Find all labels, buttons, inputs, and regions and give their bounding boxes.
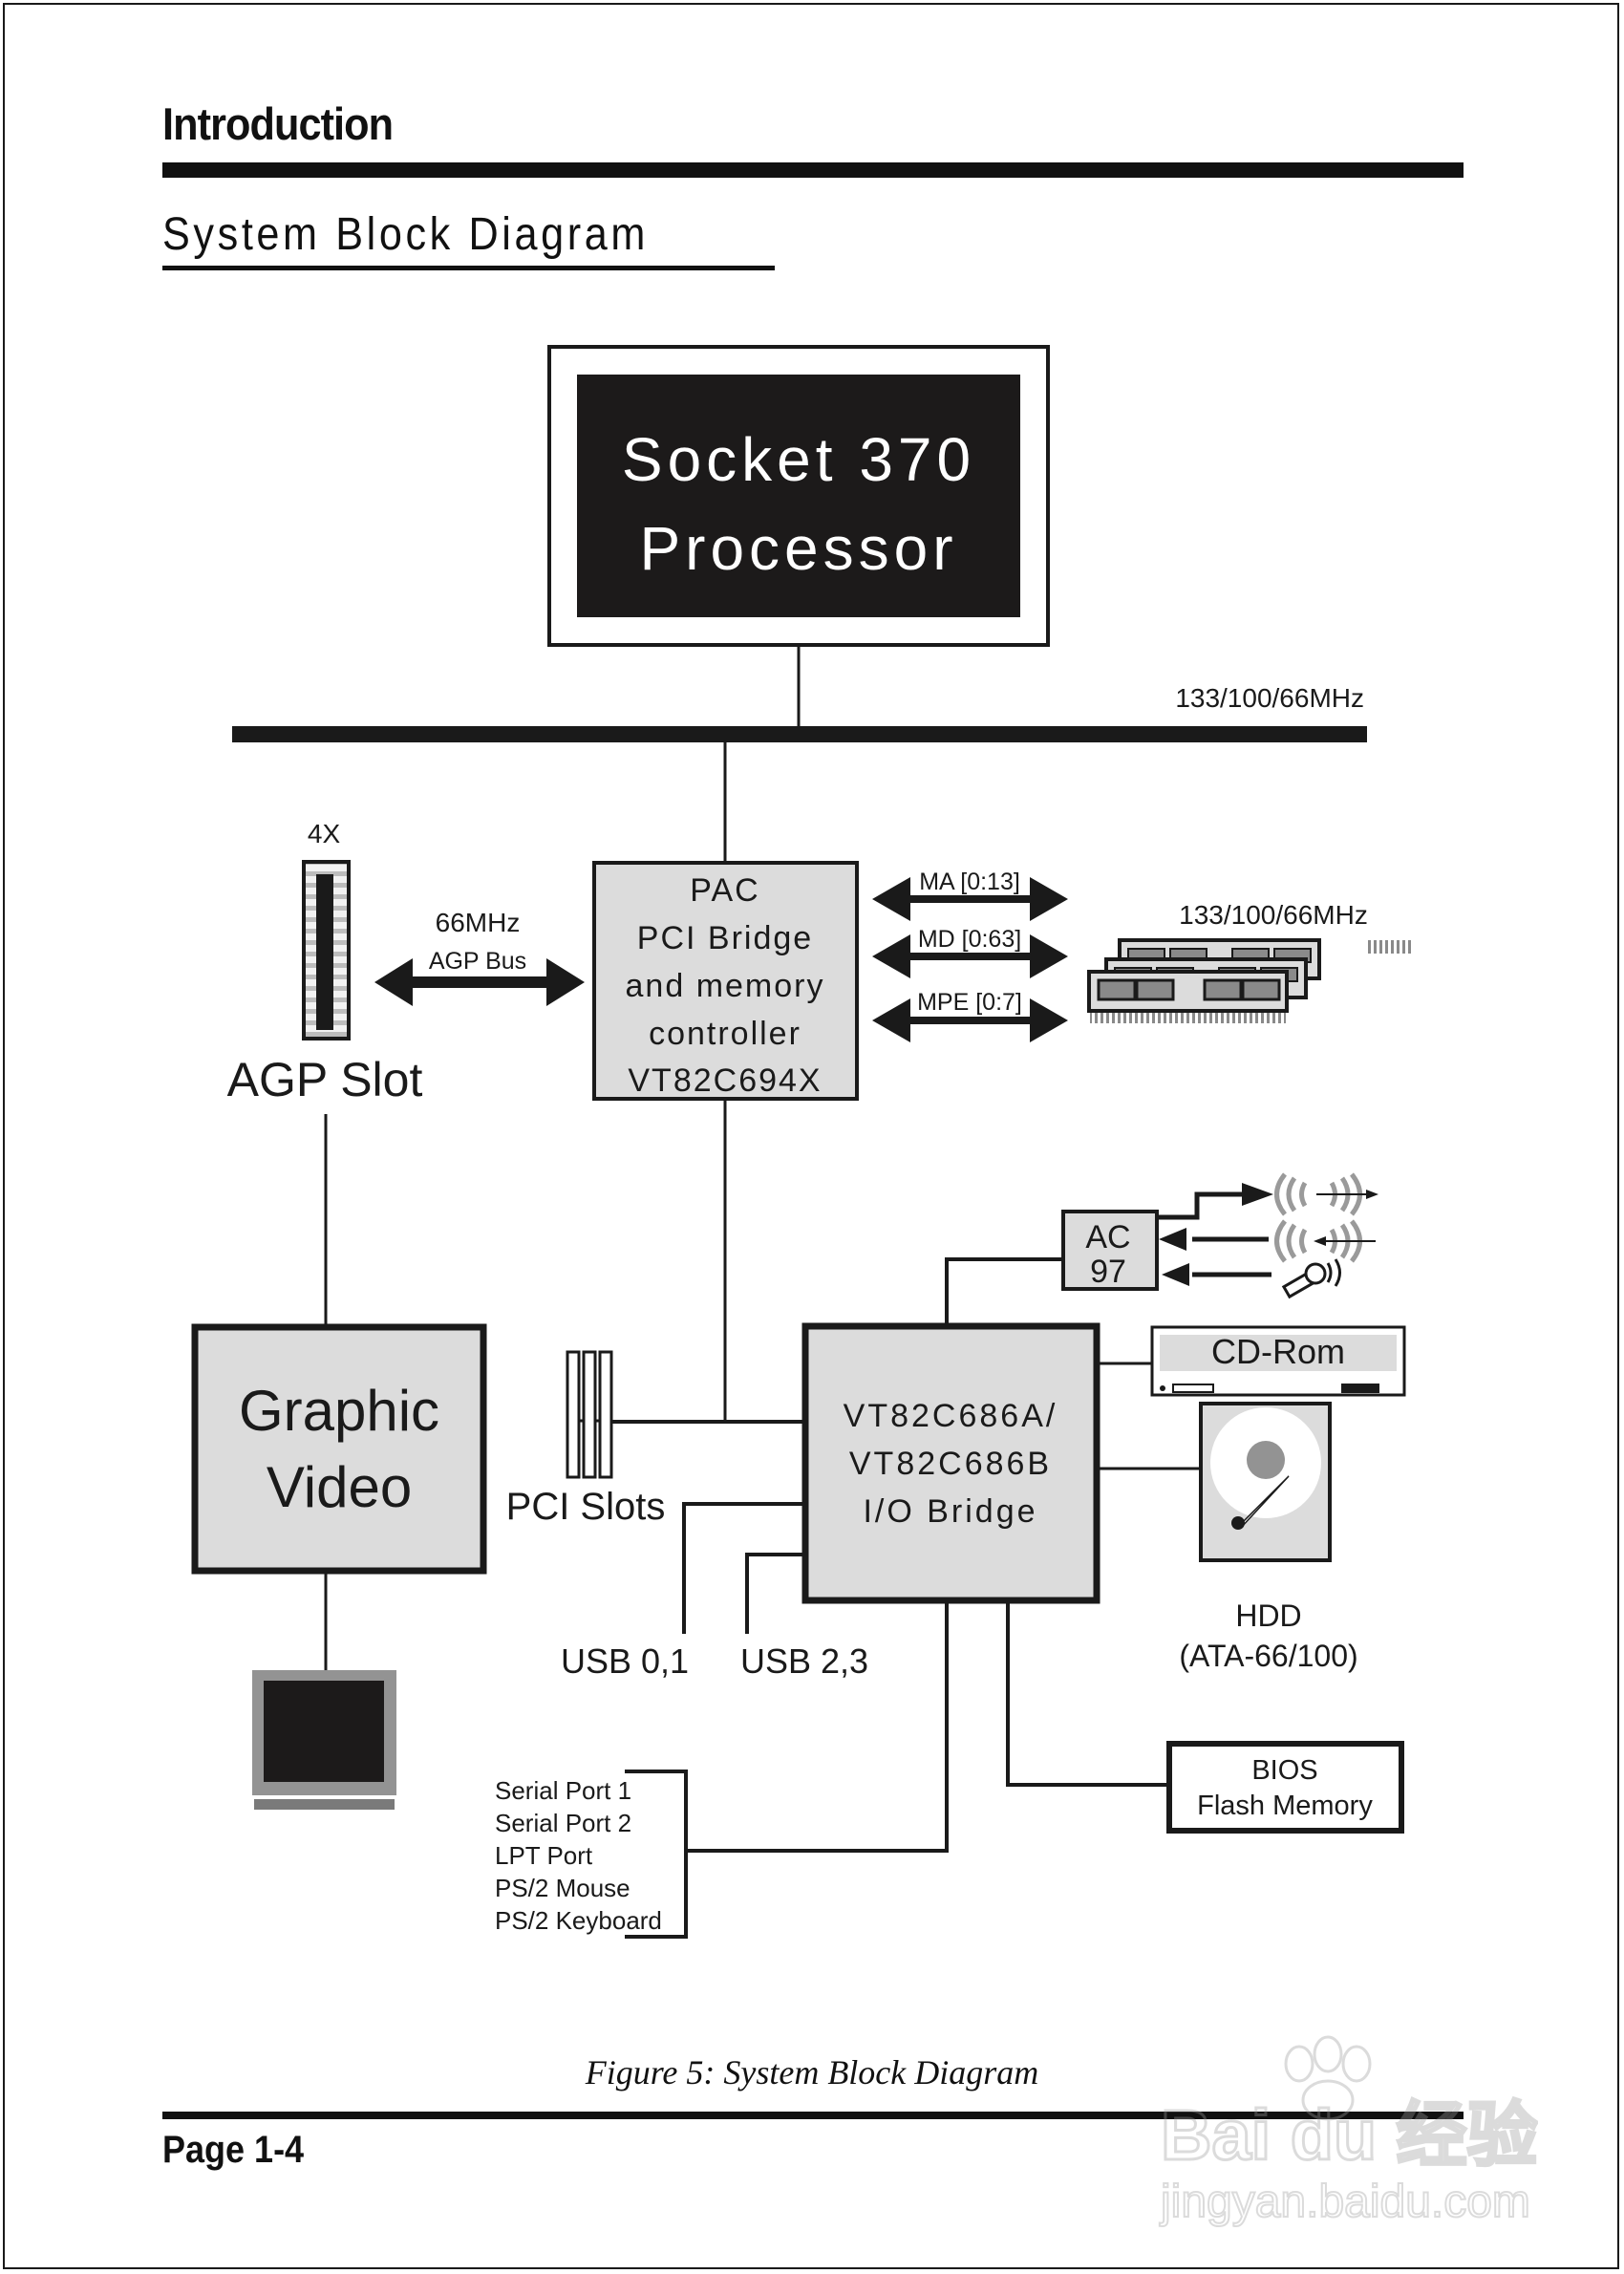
- pci-slots-label: PCI Slots: [506, 1486, 666, 1528]
- north-bridge-block: PAC PCI Bridge and memory controller VT8…: [592, 861, 859, 1101]
- south-bridge-line: VT82C686B: [849, 1446, 1052, 1482]
- bios-label-line2: Flash Memory: [1197, 1791, 1373, 1821]
- memory-speed-label: 133/100/66MHz: [1179, 900, 1368, 930]
- audio-out-arrowhead: [1242, 1183, 1273, 1206]
- graphic-video-label-line2: Video: [267, 1455, 412, 1519]
- host-bus-speed-label: 133/100/66MHz: [1175, 683, 1364, 713]
- north-bridge-line: PCI Bridge: [637, 920, 813, 956]
- cdrom-drive-icon: CD-Rom: [1150, 1325, 1406, 1397]
- ac97-label-line1: AC: [1085, 1219, 1130, 1255]
- hdd-label: HDD: [1235, 1598, 1301, 1633]
- agp-bus-label: AGP Bus: [429, 948, 526, 975]
- memory-bus-arrow-ma: [872, 877, 1068, 921]
- line-in-arrowhead: [1159, 1228, 1186, 1251]
- agp-slot-label: AGP Slot: [227, 1053, 423, 1106]
- hdd-interface-label: (ATA-66/100): [1179, 1639, 1357, 1673]
- processor-label-line1: Socket 370: [622, 425, 975, 494]
- monitor-icon: [252, 1670, 396, 1810]
- ac97-block: AC 97: [1061, 1210, 1159, 1291]
- line-in-icon: [1274, 1219, 1376, 1263]
- memory-bus-label-ma: MA [0:13]: [919, 869, 1020, 895]
- page-number: Page 1-4: [162, 2129, 305, 2171]
- io-port-label: LPT Port: [495, 1841, 593, 1870]
- north-bridge-line: controller: [649, 1016, 801, 1052]
- bios-block: BIOS Flash Memory: [1166, 1741, 1404, 1834]
- io-port-label: PS/2 Mouse: [495, 1874, 630, 1902]
- footer-rule: [162, 2112, 1464, 2119]
- agp-slot-icon: [302, 860, 351, 1040]
- south-bridge-line: I/O Bridge: [863, 1493, 1037, 1530]
- dimm-modules-icon: [1087, 938, 1411, 1023]
- header-rule: [162, 162, 1464, 178]
- usb01-label: USB 0,1: [561, 1641, 689, 1681]
- microphone-icon: [1281, 1258, 1341, 1299]
- memory-bus-label-mpe: MPE [0:7]: [917, 989, 1022, 1016]
- hdd-icon: [1199, 1402, 1332, 1562]
- usb23-label: USB 2,3: [740, 1641, 868, 1681]
- southbridge-to-ac97-line: [945, 1257, 1064, 1326]
- io-ports-bracket: [625, 1770, 688, 1939]
- memory-bus-arrow-mpe: [872, 998, 1068, 1042]
- memory-bus-arrow-md: [872, 934, 1068, 978]
- speaker-out-icon: [1274, 1172, 1378, 1216]
- usb01-line: [682, 1502, 804, 1634]
- chapter-title: Introduction: [162, 98, 394, 149]
- agp-bus-speed-label: 66MHz: [436, 908, 521, 937]
- host-bus: [232, 726, 1367, 742]
- audio-out-line: [1157, 1191, 1242, 1220]
- section-title: System Block Diagram: [162, 209, 649, 260]
- agp-speed-label: 4X: [308, 819, 341, 848]
- usb23-line: [745, 1553, 804, 1634]
- south-bridge-block: VT82C686A/ VT82C686B I/O Bridge: [801, 1322, 1100, 1604]
- pci-slots-icon: [566, 1350, 613, 1479]
- graphic-video-block: Graphic Video: [191, 1323, 487, 1575]
- bios-label-line1: BIOS: [1251, 1755, 1317, 1786]
- cdrom-label: CD-Rom: [1211, 1332, 1345, 1371]
- southbridge-to-bios-line: [1006, 1600, 1167, 1787]
- graphic-video-label-line1: Graphic: [239, 1379, 439, 1443]
- mic-in-arrowhead: [1162, 1263, 1189, 1286]
- ac97-label-line2: 97: [1090, 1254, 1126, 1290]
- figure-caption: Figure 5: System Block Diagram: [585, 2053, 1039, 2092]
- section-rule: [162, 266, 775, 270]
- southbridge-to-io-line: [686, 1600, 949, 1853]
- io-port-label: PS/2 Keyboard: [495, 1906, 662, 1935]
- north-bridge-line: PAC: [690, 872, 759, 909]
- io-port-label: Serial Port 2: [495, 1809, 631, 1837]
- north-bridge-line: VT82C694X: [628, 1062, 822, 1099]
- io-port-label: Serial Port 1: [495, 1776, 631, 1805]
- memory-bus-label-md: MD [0:63]: [918, 926, 1021, 953]
- north-bridge-line: and memory: [626, 968, 825, 1004]
- processor-label-line2: Processor: [639, 514, 957, 583]
- agp-bus-arrow: [374, 958, 585, 1006]
- page-border: [3, 3, 1619, 2269]
- south-bridge-line: VT82C686A/: [844, 1398, 1058, 1434]
- processor-block: Socket 370 Processor: [547, 345, 1050, 647]
